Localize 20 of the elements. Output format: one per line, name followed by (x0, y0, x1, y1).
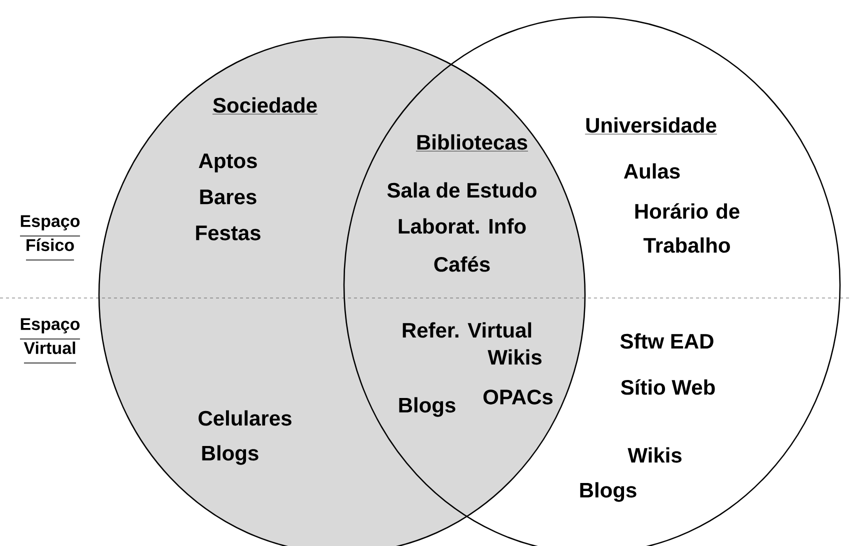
item-label: Blogs (399, 397, 456, 417)
item-label: Aptos (198, 154, 257, 172)
item-label: Festas (196, 226, 260, 240)
item-label: Bares (200, 190, 256, 204)
item-label: Blogs (202, 445, 258, 465)
item-label: Sala de Estudo (387, 182, 536, 198)
item-label: Aulas (624, 163, 680, 179)
item-label: Wikis (628, 447, 682, 463)
item-label: Cafés (434, 256, 490, 272)
item-label: Laborat. Info (398, 218, 526, 234)
item-label: Wikis (488, 349, 542, 365)
item-label: OPACs (483, 390, 553, 404)
item-label: Sftw EAD (620, 333, 714, 349)
section-label: Espaço Virtual (20, 318, 80, 364)
item-label: Sítio Web (620, 379, 715, 395)
heading: Bibliotecas (416, 134, 528, 152)
item-label: Refer. Virtual (402, 322, 532, 338)
item-label: Celulares (198, 410, 292, 426)
item-label: Horário de Trabalho (635, 203, 740, 253)
section-label: Espaço Físico (20, 215, 80, 260)
